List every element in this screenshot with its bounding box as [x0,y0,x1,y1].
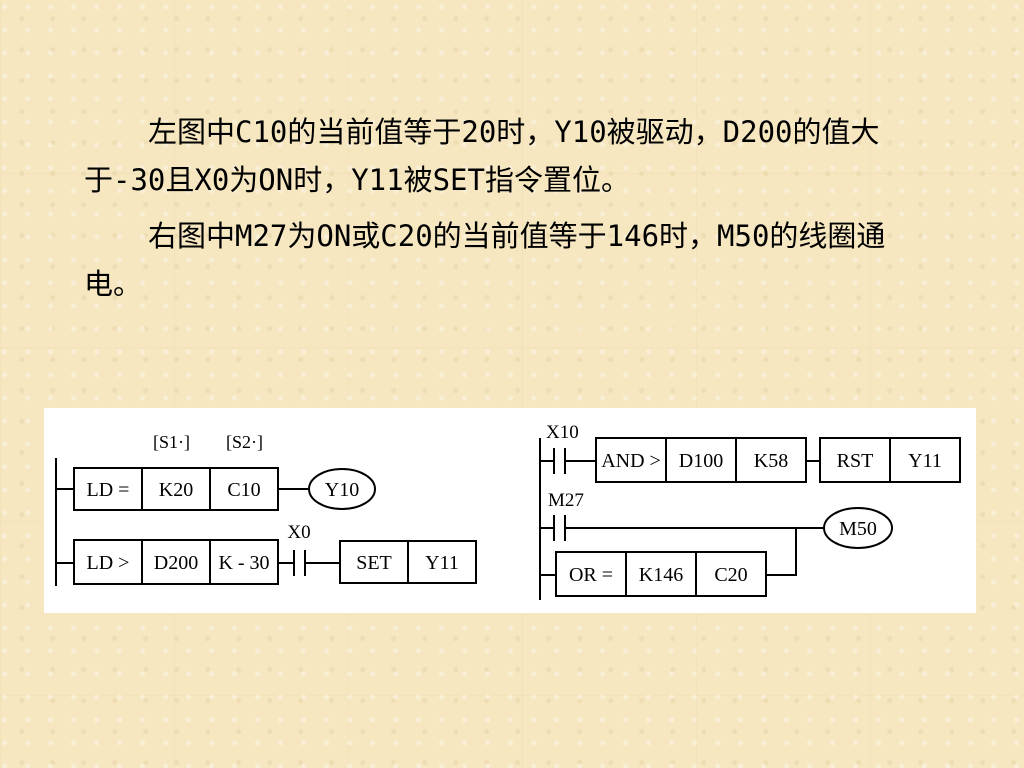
c10-label: C10 [227,479,260,501]
m27-contact-label: M27 [548,490,584,511]
y10-coil [308,468,376,510]
rst-cmd-label: RST [837,450,874,472]
right-ladder-diagram: X10 AND > D100 K58 RST Y11 M27 M50 [539,422,961,600]
k146-label: K146 [639,564,683,586]
ladder-diagrams-svg: [S1·] [S2·] LD = K20 C10 Y10 LD > D200 K… [55,422,961,600]
y11-reset-target-label: Y11 [908,450,942,472]
label-s2: [S2·] [226,432,263,452]
k20-label: K20 [159,479,193,501]
paragraph-right-diagram: 右图中M27为ON或C20的当前值等于146时，M50的线圈通电。 [84,219,886,301]
and-greater-label: AND > [601,450,661,472]
left-ladder-diagram: [S1·] [S2·] LD = K20 C10 Y10 LD > D200 K… [55,432,477,586]
y11-reset-target-box [889,437,961,483]
c20-label: C20 [714,564,747,586]
or-branch-link [766,528,797,576]
k58-label: K58 [754,450,788,472]
d200-label: D200 [154,552,198,574]
y11-target-box [407,540,477,584]
label-s1: [S1·] [153,432,190,452]
set-cmd-label: SET [356,552,392,574]
x0-contact-label: X0 [287,522,310,543]
ld-greater-label: LD > [87,552,130,574]
m50-coil [823,507,893,549]
m50-coil-label: M50 [839,518,877,540]
ld-equal-label: LD = [87,479,130,501]
k-30-label: K - 30 [218,552,269,574]
y11-target-label: Y11 [425,552,459,574]
d100-label: D100 [679,450,723,472]
description-text: 左图中C10的当前值等于20时，Y10被驱动，D200的值大于-30且X0为ON… [84,108,914,316]
ladder-diagram-panel: [S1·] [S2·] LD = K20 C10 Y10 LD > D200 K… [44,408,976,613]
y10-coil-label: Y10 [325,479,359,501]
or-equal-label: OR = [569,564,613,586]
x10-contact-label: X10 [546,422,579,443]
paragraph-left-diagram: 左图中C10的当前值等于20时，Y10被驱动，D200的值大于-30且X0为ON… [84,115,880,197]
